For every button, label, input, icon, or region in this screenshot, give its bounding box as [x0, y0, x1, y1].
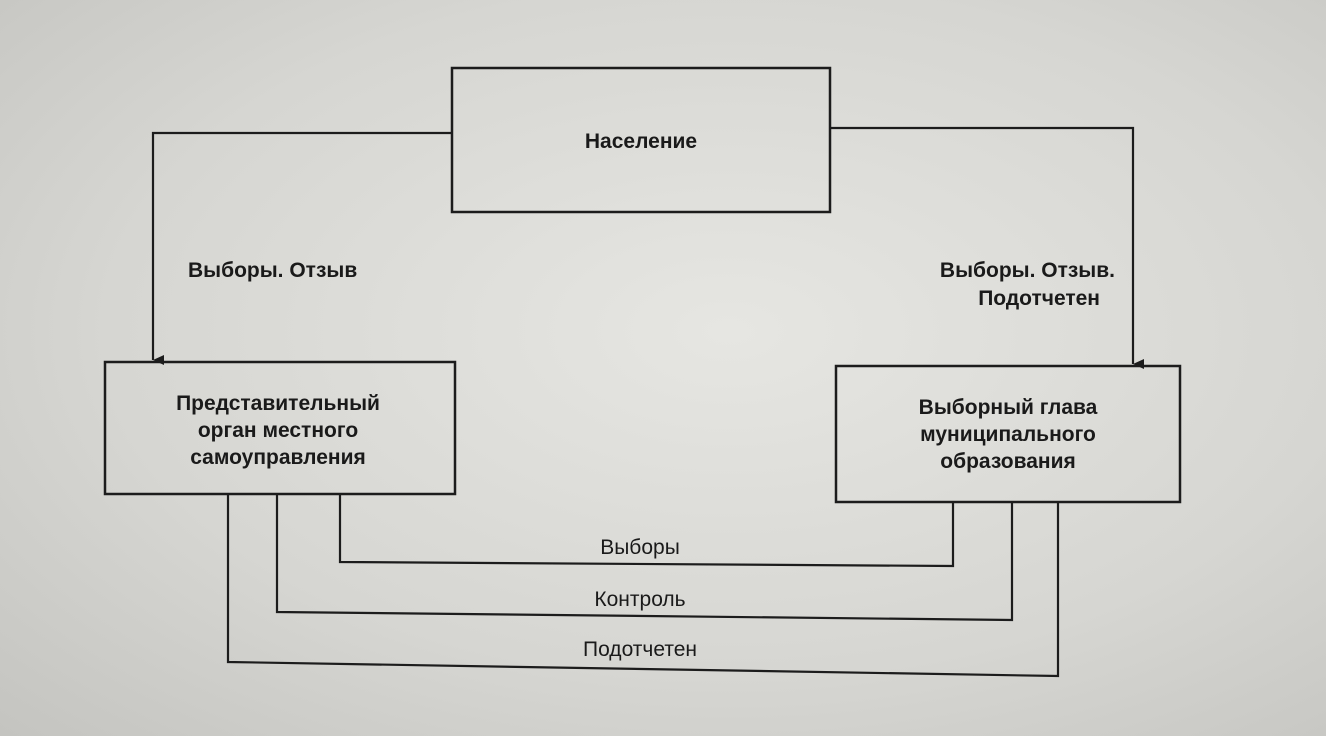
connector-control: [275, 494, 1014, 622]
edge-label-body: Выборы. Отзыв: [188, 259, 357, 282]
label-accountable: Подотчетен: [583, 638, 697, 661]
representative-body-line3: самоуправления: [190, 446, 366, 469]
representative-body-line2: орган местного: [198, 419, 358, 442]
elected-head-box: [834, 364, 1182, 504]
representative-body-line1: Представительный: [176, 392, 380, 415]
label-control: Контроль: [594, 588, 685, 611]
edge-label-head-line1: Выборы. Отзыв.: [940, 259, 1115, 282]
elected-head-line2: муниципального: [920, 423, 1096, 446]
connector-elections: [338, 494, 955, 568]
label-elections: Выборы: [600, 536, 680, 559]
connector-accountable: [226, 494, 1060, 678]
arrow-population-to-body: [151, 131, 452, 365]
elected-head-line1: Выборный глава: [919, 396, 1098, 419]
edge-label-head-line2: Подотчетен: [978, 287, 1100, 310]
arrow-population-to-head: [830, 126, 1144, 369]
population-box: [450, 66, 832, 214]
representative-body-box: [103, 360, 457, 496]
elected-head-line3: образования: [940, 450, 1075, 473]
population-label: Население: [585, 130, 697, 153]
